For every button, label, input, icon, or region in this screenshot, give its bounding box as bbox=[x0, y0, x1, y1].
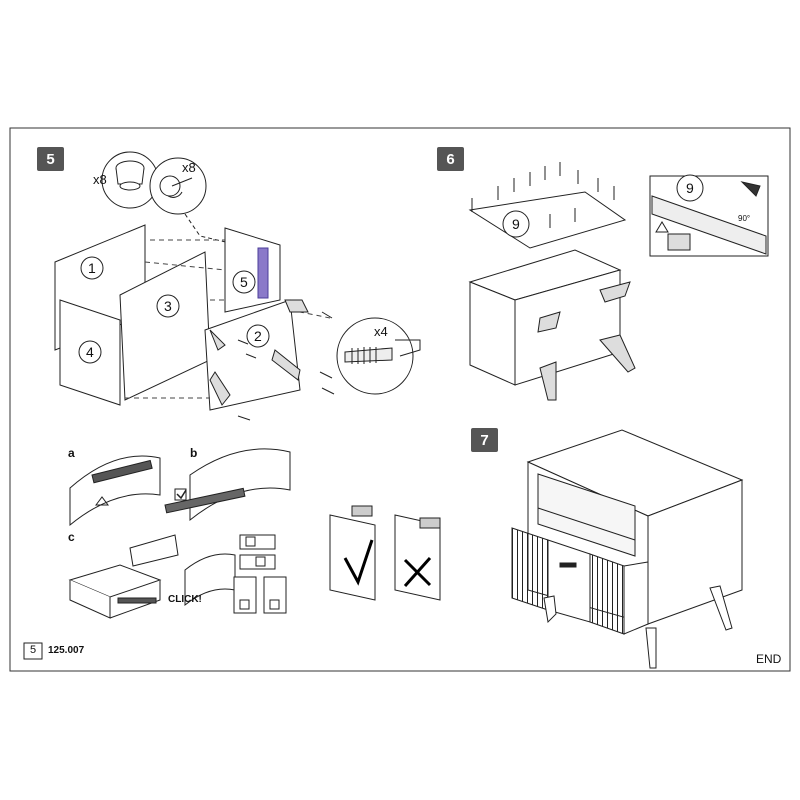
panel-5 bbox=[224, 227, 281, 313]
carcass-front bbox=[469, 281, 516, 386]
panel-2 bbox=[204, 299, 301, 411]
panel-label-4: 4 bbox=[86, 344, 94, 360]
panel-label-5: 5 bbox=[240, 274, 248, 290]
sub-label-b: b bbox=[190, 446, 198, 460]
drawer-front-fluted bbox=[511, 527, 549, 611]
bolt-qty-label: x8 bbox=[182, 160, 196, 175]
leg-d bbox=[209, 329, 226, 351]
top-panel-9 bbox=[468, 191, 627, 249]
leg-back-right bbox=[709, 585, 733, 631]
shelf bbox=[537, 473, 636, 557]
leg-b bbox=[271, 349, 301, 381]
click-label: CLICK! bbox=[168, 594, 202, 605]
footer-page-box bbox=[23, 642, 43, 660]
drawer-runner-diagram bbox=[68, 448, 441, 619]
drawer-handle bbox=[559, 562, 577, 568]
leg-front-right bbox=[645, 627, 657, 669]
sheet-frame bbox=[9, 127, 791, 672]
cam-qty-label: x8 bbox=[93, 172, 107, 187]
leg-screw-qty-label: x4 bbox=[374, 324, 388, 339]
leg-c bbox=[209, 371, 231, 406]
step-6-badge: 6 bbox=[437, 147, 464, 171]
panel-label-2: 2 bbox=[254, 328, 262, 344]
drawer-rail-highlight bbox=[257, 247, 269, 299]
drawer-front-a bbox=[69, 455, 161, 527]
step6-diagram bbox=[468, 162, 769, 401]
drill-correct bbox=[329, 514, 376, 601]
panel-label-1: 1 bbox=[88, 260, 96, 276]
page-number: 5 bbox=[30, 644, 37, 656]
product-code: 125.007 bbox=[48, 645, 85, 656]
leg-front-left bbox=[543, 595, 557, 624]
top-panel-label: 9 bbox=[512, 216, 520, 232]
step7-diagram bbox=[511, 429, 744, 669]
panel-label-3: 3 bbox=[164, 298, 172, 314]
leg-a bbox=[284, 299, 309, 313]
step-5-badge: 5 bbox=[37, 147, 64, 171]
step-7-badge: 7 bbox=[471, 428, 498, 452]
end-label: END bbox=[756, 652, 782, 666]
sub-label-a: a bbox=[68, 446, 75, 460]
angle-label: 90° bbox=[738, 214, 751, 223]
sub-label-c: c bbox=[68, 530, 75, 544]
drawer-front-b bbox=[189, 448, 291, 522]
step5-diagram bbox=[54, 151, 421, 421]
detail-panel-label: 9 bbox=[686, 180, 694, 196]
